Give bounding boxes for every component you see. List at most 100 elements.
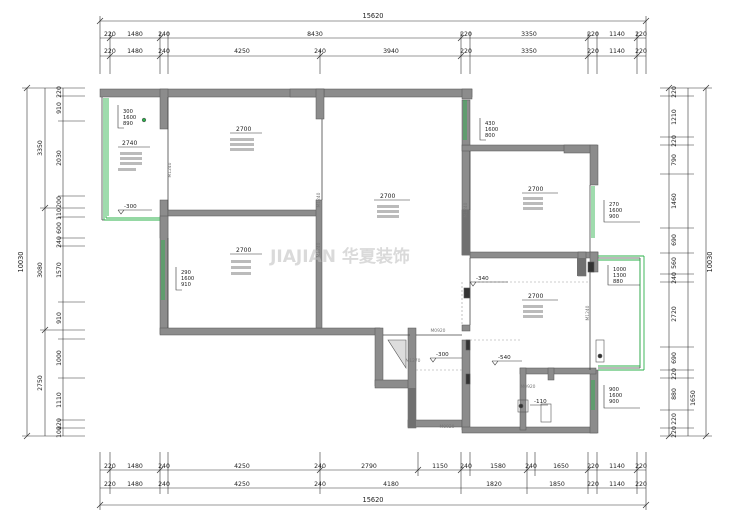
dim-bottom1: 240 xyxy=(314,463,326,470)
dim-right-inner: 560 xyxy=(671,257,678,269)
dim-top1: 220 xyxy=(104,31,116,38)
dim-top1: 3350 xyxy=(521,31,537,38)
room-height-6: 2740 xyxy=(118,140,150,171)
door-tag: M0920 xyxy=(440,424,455,430)
window-sill: 270 xyxy=(609,202,619,208)
room-height: 2700 xyxy=(528,293,543,300)
dim-bottom1: 240 xyxy=(460,463,472,470)
dim-right-inner: 220 xyxy=(671,426,678,438)
dim-top2: 240 xyxy=(314,48,326,55)
dim-top2: 220 xyxy=(587,48,599,55)
dim-top1: 220 xyxy=(460,31,472,38)
door-tag: M1240 xyxy=(585,305,591,320)
dim-top2: 1140 xyxy=(609,48,625,55)
window-sill: 900 xyxy=(609,387,619,393)
dim-right-inner: 220 xyxy=(671,368,678,380)
room-height: 2700 xyxy=(528,186,543,193)
window-height: 1600 xyxy=(181,276,194,282)
door-tag: M1240 xyxy=(316,242,322,257)
dim-left-inner: 220 xyxy=(56,418,63,430)
room-height: 2700 xyxy=(380,193,395,200)
dim-left-inner: 1110 xyxy=(56,392,63,408)
overall-right: 10030 xyxy=(706,252,714,273)
bottom-dimension-text: 220 1480 240 4250 240 2790 1150 240 1580… xyxy=(104,463,647,504)
dim-bottom1: 1480 xyxy=(127,463,143,470)
window-height: 1600 xyxy=(609,393,622,399)
dim-top1: 1480 xyxy=(127,31,143,38)
door-tag: M1240 xyxy=(316,192,322,207)
level-mark: -110 xyxy=(530,399,548,406)
level-mark: -300 xyxy=(117,204,152,215)
stair-icon xyxy=(387,339,407,370)
fixtures xyxy=(141,117,605,423)
dim-right-inner: 690 xyxy=(671,234,678,246)
dim-bottom2: 240 xyxy=(158,481,170,488)
dim-bottom1: 2790 xyxy=(361,463,377,470)
window-width: 890 xyxy=(123,121,133,127)
dim-bottom2: 220 xyxy=(587,481,599,488)
dim-bottom2: 1480 xyxy=(127,481,143,488)
window-width: 880 xyxy=(613,279,623,285)
right-dimension-text: 10030 220 1210 220 790 1460 690 560 240 … xyxy=(671,86,714,438)
dark-walls xyxy=(408,210,586,428)
window-sill: 290 xyxy=(181,270,191,276)
level-mark: -540 xyxy=(491,355,522,366)
door-tag: M0920 xyxy=(521,384,536,390)
dim-left-inner: 240 xyxy=(56,236,63,248)
dim-right-inner: 220 xyxy=(671,413,678,425)
dim-top2: 4250 xyxy=(234,48,250,55)
dim-left-inner: 600 xyxy=(56,222,63,234)
level-value: -340 xyxy=(476,276,489,282)
window-height: 1600 xyxy=(485,127,498,133)
dim-top1: 220 xyxy=(587,31,599,38)
dim-bottom2: 220 xyxy=(104,481,116,488)
dim-left-inner: 110 xyxy=(56,208,63,220)
dim-left-inner: 220 xyxy=(56,86,63,98)
drain-icon xyxy=(518,403,524,409)
dim-bottom1: 4250 xyxy=(234,463,250,470)
dim-right-inner: 1650 xyxy=(690,390,697,406)
window-width: 910 xyxy=(181,282,191,288)
dim-bottom2: 240 xyxy=(314,481,326,488)
window-spec: 270 1600 900 xyxy=(603,200,640,223)
dim-left-inner: 2030 xyxy=(56,150,63,166)
dim-left-inner: 1000 xyxy=(56,350,63,366)
dim-top2: 220 xyxy=(104,48,116,55)
dim-bottom1: 1140 xyxy=(609,463,625,470)
dim-right-inner: 880 xyxy=(671,388,678,400)
sink-icon xyxy=(540,403,552,423)
dim-left-inner: 910 xyxy=(56,102,63,114)
top-dimension-text: 15620 220 1480 240 8430 220 3350 220 114… xyxy=(104,12,647,55)
door-tags: M1240 M1240 M1240 M1240 M1240 M0920 M127… xyxy=(167,162,591,430)
dim-bottom1: 240 xyxy=(158,463,170,470)
window-sill: 300 xyxy=(123,109,133,115)
dim-left-outer: 3080 xyxy=(37,262,44,278)
door-tag: M1270 xyxy=(406,358,421,364)
dim-left-outer: 2750 xyxy=(37,375,44,391)
window-height: 1600 xyxy=(123,115,136,121)
door-tag: M0920 xyxy=(431,328,446,334)
dim-bottom2: 1820 xyxy=(486,481,502,488)
dim-top2: 220 xyxy=(635,48,647,55)
level-mark: -340 xyxy=(469,276,508,287)
level-value: -300 xyxy=(436,352,449,358)
dim-right-inner: 2720 xyxy=(671,306,678,322)
overall-bottom: 15620 xyxy=(363,496,384,504)
window-sill: 1000 xyxy=(613,267,626,273)
room-height-5: 2700 xyxy=(522,293,558,318)
dim-left-inner: 100 xyxy=(56,426,63,438)
dim-right-inner: 220 xyxy=(671,135,678,147)
overall-left: 10030 xyxy=(17,252,25,273)
dim-bottom2: 1850 xyxy=(549,481,565,488)
level-mark: -300 xyxy=(429,352,462,363)
window-sill: 430 xyxy=(485,121,495,127)
dim-bottom1: 1580 xyxy=(490,463,506,470)
door-tag: M1240 xyxy=(167,162,173,177)
dim-bottom2: 4250 xyxy=(234,481,250,488)
dim-left-inner: 1570 xyxy=(56,262,63,278)
room-height: 2700 xyxy=(236,126,251,133)
dim-bottom1: 1150 xyxy=(432,463,448,470)
window-spec: 300 1600 890 xyxy=(117,105,136,129)
window-spec: 900 1600 900 xyxy=(603,385,640,409)
